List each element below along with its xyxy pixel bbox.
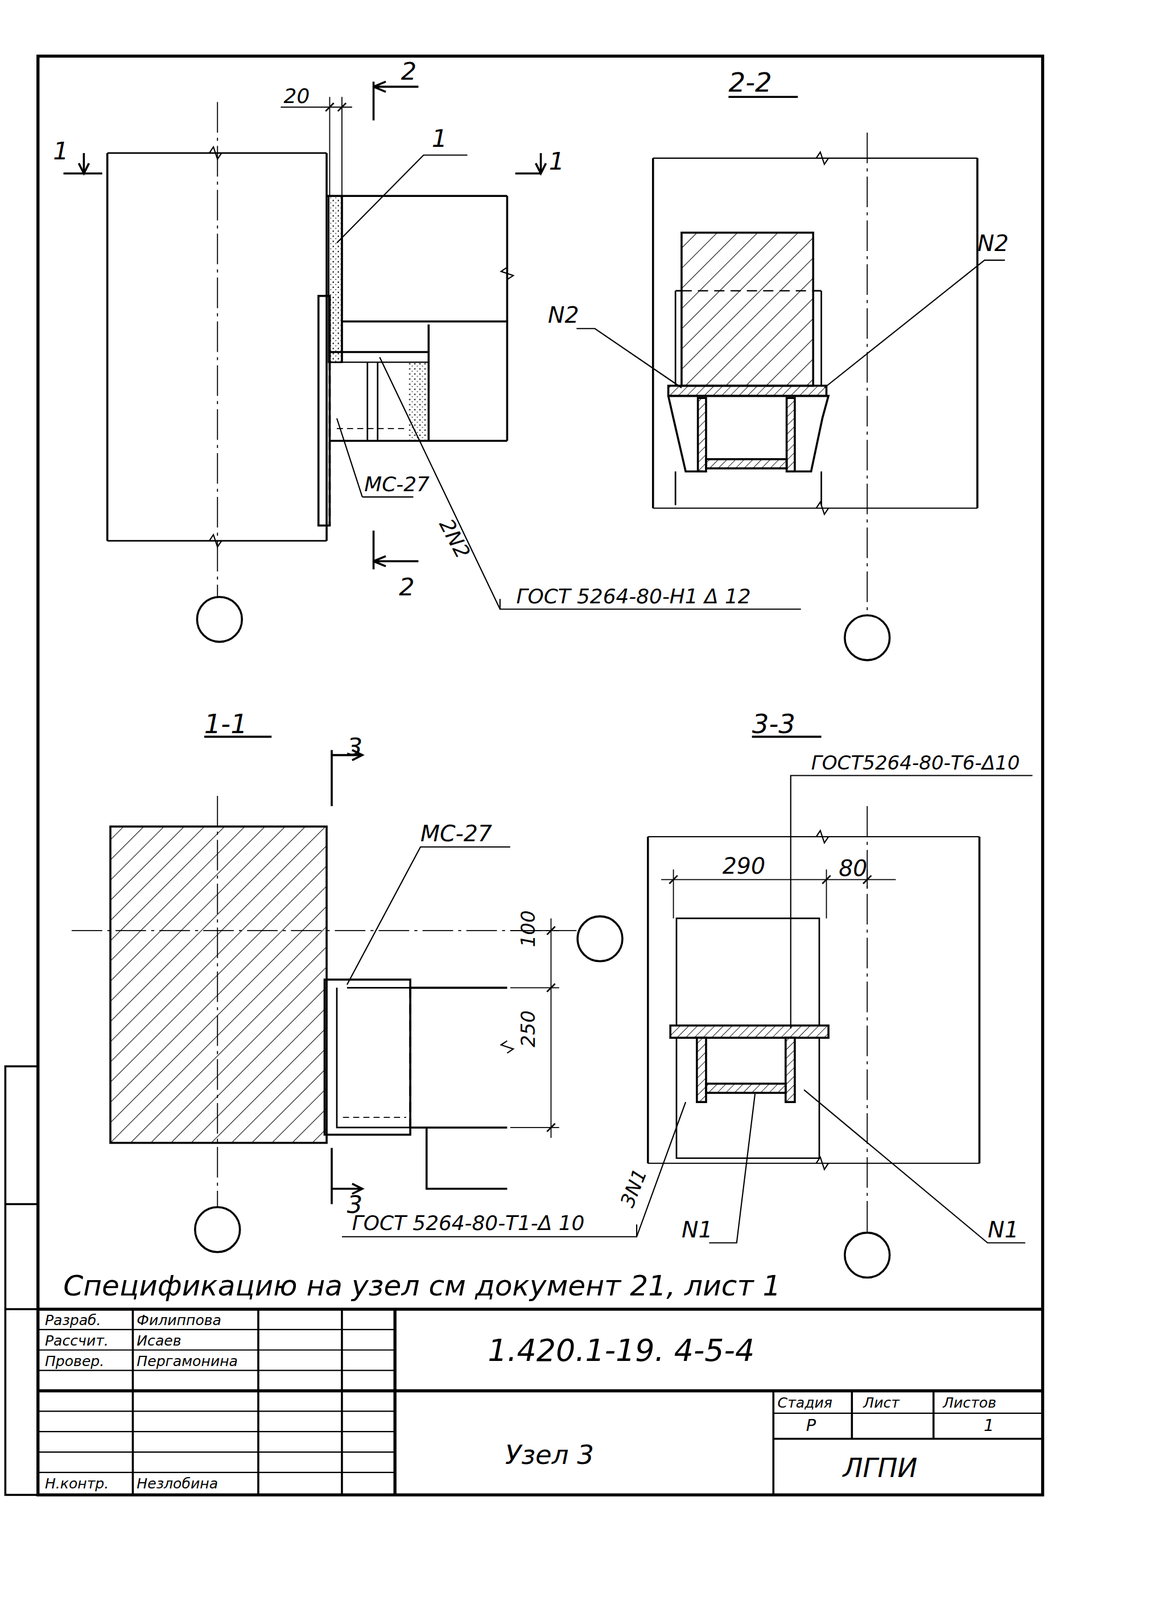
organization: ЛГПИ <box>842 1454 918 1481</box>
part-name: МС-27 <box>364 473 430 494</box>
title-block-cell: Н.контр. <box>44 1475 109 1490</box>
dimension: 250 <box>518 1009 538 1047</box>
document-code: 1.420.1-19. 4-5-4 <box>487 1334 755 1366</box>
callout-number: 1 <box>431 126 448 151</box>
view-title: 2-2 <box>728 69 773 97</box>
title-block-cell: Стадия <box>777 1395 833 1410</box>
section-mark: 2 <box>398 574 415 600</box>
weld-note: ГОСТ5264-80-Т6-Δ10 <box>811 753 1021 773</box>
section-mark: 3 <box>347 734 363 759</box>
callout-number: N2 <box>977 232 1009 255</box>
callout-number: N2 <box>547 303 580 327</box>
dimension: 290 <box>722 855 766 878</box>
title-block-cell: 1 <box>983 1417 994 1434</box>
weld-note: ГОСТ 5264-80-Н1 Δ 12 <box>516 585 751 606</box>
title-block-cell: Разраб. <box>44 1312 102 1327</box>
title-block-cell: Рассчит. <box>44 1332 109 1347</box>
dimension: 100 <box>518 909 538 947</box>
dimension: 20 <box>283 85 311 107</box>
callout-number: N1 <box>987 1218 1020 1241</box>
section-mark: 1 <box>52 138 69 164</box>
title-block-cell: Пергамонина <box>136 1352 238 1368</box>
weld-note: ГОСТ 5264-80-Т1-Δ 10 <box>352 1212 585 1233</box>
view-title: 1-1 <box>204 710 248 737</box>
view-title: 3-3 <box>752 710 796 737</box>
title-block-cell: Р <box>806 1417 816 1434</box>
title-block-cell: Филиппова <box>136 1312 222 1327</box>
section-mark: 1 <box>549 149 565 174</box>
title-block-cell: Лист <box>863 1395 900 1410</box>
title-block-cell: Исаев <box>136 1332 181 1347</box>
callout-number: N1 <box>681 1218 713 1241</box>
drawing-title: Узел 3 <box>505 1440 594 1468</box>
dimension: 80 <box>838 856 868 880</box>
weld-mark: 2N2 <box>435 515 474 562</box>
title-block-cell: Провер. <box>44 1352 105 1368</box>
section-mark: 2 <box>401 59 417 84</box>
weld-mark: 3N1 <box>617 1165 650 1210</box>
title-block-cell: Листов <box>942 1395 997 1410</box>
part-name: МС-27 <box>420 822 493 845</box>
note: Спецификацию на узел см документ 21, лис… <box>63 1271 781 1301</box>
title-block-cell: Незлобина <box>136 1475 218 1490</box>
